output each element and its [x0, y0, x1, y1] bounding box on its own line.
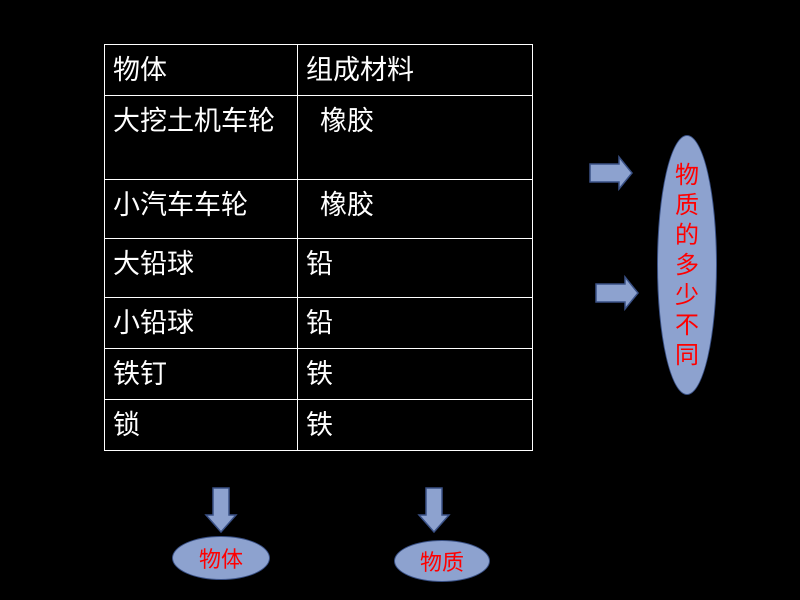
header-material: 组成材料	[297, 44, 533, 96]
table-row: 小铅球 铅	[104, 297, 533, 349]
table-row: 大铅球 铅	[104, 238, 533, 298]
object-ellipse: 物体	[172, 536, 270, 580]
header-object: 物体	[104, 44, 298, 96]
cell-material: 铅	[297, 238, 533, 298]
cell-object: 大挖土机车轮	[104, 95, 298, 180]
quantity-label: 物质的多少不同	[675, 161, 699, 369]
cell-material: 铁	[297, 399, 533, 451]
table-row: 铁钉 铁	[104, 348, 533, 400]
table-header-row: 物体 组成材料	[104, 44, 533, 96]
quantity-ellipse: 物质的多少不同	[657, 135, 717, 395]
cell-object: 小汽车车轮	[104, 179, 298, 239]
table-row: 锁 铁	[104, 399, 533, 451]
right-arrow-icon	[595, 274, 639, 312]
cell-material: 铅	[297, 297, 533, 349]
materials-table: 物体 组成材料 大挖土机车轮 橡胶 小汽车车轮 橡胶 大铅球 铅 小铅球 铅 铁…	[104, 44, 533, 451]
cell-object: 铁钉	[104, 348, 298, 400]
cell-object: 锁	[104, 399, 298, 451]
cell-material: 橡胶	[297, 95, 533, 180]
substance-label: 物质	[419, 551, 464, 576]
object-label: 物体	[198, 548, 243, 573]
table-row: 大挖土机车轮 橡胶	[104, 95, 533, 180]
cell-object: 小铅球	[104, 297, 298, 349]
cell-object: 大铅球	[104, 238, 298, 298]
down-arrow-icon	[417, 487, 451, 534]
table-row: 小汽车车轮 橡胶	[104, 179, 533, 239]
cell-material: 橡胶	[297, 179, 533, 239]
right-arrow-icon	[589, 154, 633, 192]
substance-ellipse: 物质	[394, 540, 490, 582]
cell-material: 铁	[297, 348, 533, 400]
down-arrow-icon	[204, 487, 238, 534]
